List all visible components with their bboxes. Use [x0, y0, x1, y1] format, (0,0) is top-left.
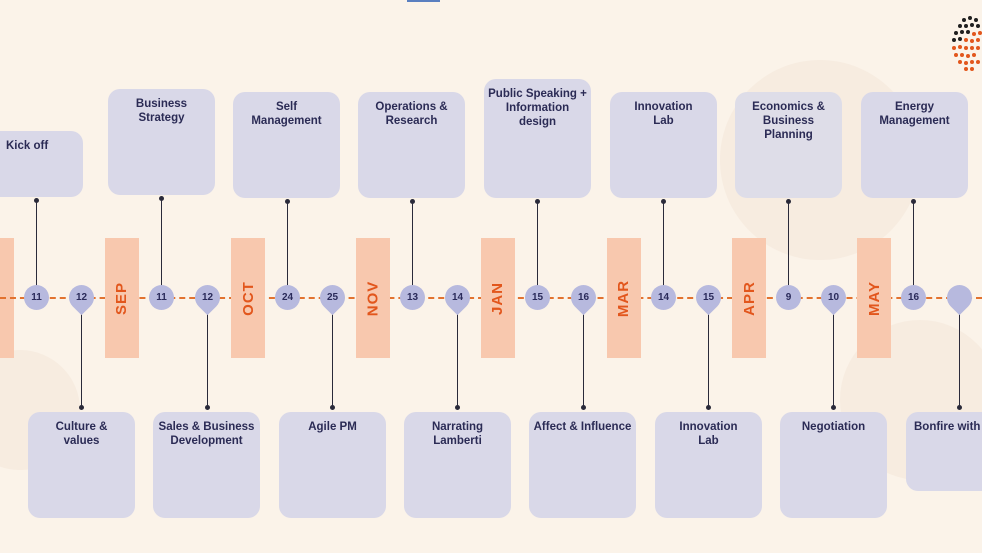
- dotted-logo-icon: [952, 16, 982, 71]
- connector-line: [663, 201, 664, 288]
- connector-dot: [285, 199, 290, 204]
- timeline-node: [941, 279, 978, 316]
- timeline-node: 15: [525, 285, 550, 310]
- connector-dot: [706, 405, 711, 410]
- connector-line: [287, 201, 288, 288]
- connector-dot: [34, 198, 39, 203]
- month-band-nov: NOV: [356, 238, 390, 358]
- event-card-innovation-lab: Innovation Lab: [610, 92, 717, 198]
- timeline-node: 9: [776, 285, 801, 310]
- event-card-sales-business-development: Sales & Business Development: [153, 412, 260, 518]
- connector-line: [332, 305, 333, 407]
- connector-dot: [330, 405, 335, 410]
- event-card-energy-management: Energy Management: [861, 92, 968, 198]
- event-card-affect-influence: Affect & Influence: [529, 412, 636, 518]
- month-label: NOV: [364, 280, 382, 316]
- month-band-apr: APR: [732, 238, 766, 358]
- connector-line: [412, 201, 413, 288]
- month-band-may: MAY: [857, 238, 891, 358]
- timeline-node: 11: [149, 285, 174, 310]
- connector-dot: [581, 405, 586, 410]
- timeline-node: 10: [815, 279, 852, 316]
- month-band-mar: MAR: [607, 238, 641, 358]
- connector-line: [207, 305, 208, 407]
- event-card-operations-research: Operations & Research: [358, 92, 465, 198]
- event-card-narrating-lamberti: Narrating Lamberti: [404, 412, 511, 518]
- connector-line: [959, 305, 960, 407]
- connector-line: [833, 305, 834, 407]
- timeline-node: 11: [24, 285, 49, 310]
- connector-line: [913, 201, 914, 288]
- connector-line: [788, 201, 789, 288]
- timeline-node: 12: [63, 279, 100, 316]
- top-accent-bar: [407, 0, 440, 2]
- connector-dot: [831, 405, 836, 410]
- connector-dot: [205, 405, 210, 410]
- event-card-business-strategy: Business Strategy: [108, 89, 215, 195]
- connector-dot: [455, 405, 460, 410]
- month-band-jan: JAN: [481, 238, 515, 358]
- month-label: OCT: [239, 280, 257, 316]
- timeline-node: 24: [275, 285, 300, 310]
- connector-line: [36, 200, 37, 288]
- event-card-negotiation: Negotiation: [780, 412, 887, 518]
- event-card-innovation-lab-2: Innovation Lab: [655, 412, 762, 518]
- timeline-node: 25: [314, 279, 351, 316]
- month-label: APR: [740, 280, 758, 316]
- month-label: MAR: [615, 279, 633, 317]
- timeline-node: 12: [189, 279, 226, 316]
- event-card-economics: Economics & Business Planning: [735, 92, 842, 198]
- connector-dot: [410, 199, 415, 204]
- timeline-node: 13: [400, 285, 425, 310]
- month-label: MAY: [865, 280, 883, 316]
- connector-dot: [786, 199, 791, 204]
- connector-line: [708, 305, 709, 407]
- event-card-bonfire: Bonfire with s: [906, 412, 982, 491]
- connector-line: [457, 305, 458, 407]
- connector-line: [81, 305, 82, 407]
- event-card-agile-pm: Agile PM: [279, 412, 386, 518]
- event-card-self-management: Self Management: [233, 92, 340, 198]
- month-label: SEP: [113, 281, 131, 315]
- event-card-public-speaking: Public Speaking + Information design: [484, 79, 591, 198]
- connector-dot: [79, 405, 84, 410]
- connector-dot: [535, 199, 540, 204]
- month-band-oct: OCT: [231, 238, 265, 358]
- event-card-culture-values: Culture & values: [28, 412, 135, 518]
- timeline-node: 14: [439, 279, 476, 316]
- connector-dot: [159, 196, 164, 201]
- month-label: JAN: [489, 281, 507, 315]
- timeline-node: 15: [690, 279, 727, 316]
- connector-line: [161, 198, 162, 288]
- connector-dot: [661, 199, 666, 204]
- timeline-node: 14: [651, 285, 676, 310]
- event-card-kick-off: Kick off: [0, 131, 83, 197]
- connector-dot: [957, 405, 962, 410]
- timeline-node: 16: [565, 279, 602, 316]
- connector-line: [583, 305, 584, 407]
- month-band-sep: SEP: [105, 238, 139, 358]
- connector-dot: [911, 199, 916, 204]
- connector-line: [537, 201, 538, 288]
- timeline-node: 16: [901, 285, 926, 310]
